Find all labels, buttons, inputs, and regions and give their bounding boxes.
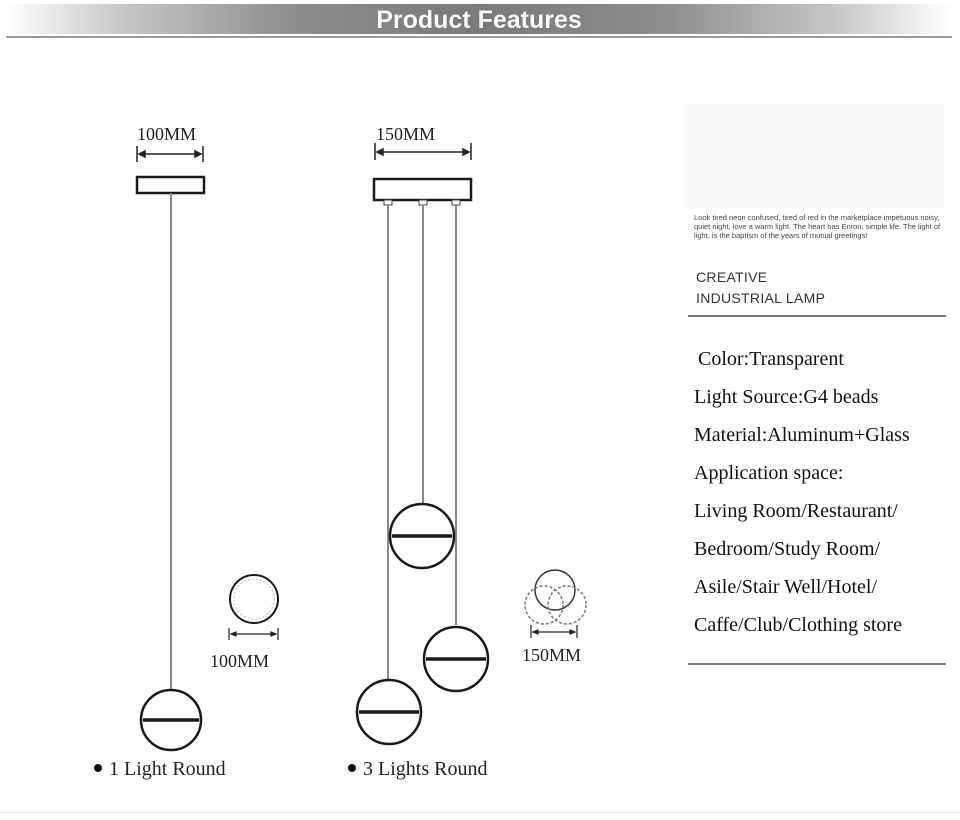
left-caption: 1 Light Round <box>94 758 226 781</box>
info-divider-top <box>688 315 946 317</box>
tagline-creative: CREATIVE <box>696 269 768 285</box>
header-divider <box>6 36 952 38</box>
left-top-view-circle <box>229 574 279 624</box>
footer-divider <box>0 812 960 813</box>
product-photo-placeholder <box>684 104 944 208</box>
spec-color: Color:Transparent <box>698 348 844 370</box>
spec-material: Material:Aluminum+Glass <box>694 424 910 446</box>
left-shade-dimension-marker <box>228 628 279 640</box>
middle-shade-dimension-marker <box>530 625 578 638</box>
middle-dimension-marker <box>374 143 472 160</box>
info-divider-bottom <box>688 663 946 665</box>
middle-canopy <box>372 177 473 202</box>
spec-application-line-3: Asile/Stair Well/Hotel/ <box>694 576 877 598</box>
spec-application-line-2: Bedroom/Study Room/ <box>694 538 881 560</box>
spec-application-line-1: Living Room/Restaurant/ <box>694 500 898 522</box>
spec-light-source: Light Source:G4 beads <box>694 386 879 408</box>
tagline-industrial-lamp: INDUSTRIAL LAMP <box>696 290 826 306</box>
left-shade-diameter-label: 100MM <box>210 651 270 671</box>
spec-application-line-4: Caffe/Club/Clothing store <box>694 614 902 636</box>
middle-pendant-globe-lower <box>355 678 423 746</box>
left-dimension-marker <box>136 146 204 162</box>
bullet-icon <box>94 764 102 773</box>
page-title: Product Features <box>376 6 582 34</box>
left-caption-text: 1 Light Round <box>109 758 226 780</box>
middle-shade-diameter-label: 150MM <box>522 645 582 665</box>
left-pendant-globe <box>139 688 203 752</box>
middle-pendant-globe-upper <box>388 502 456 570</box>
middle-top-view-circles <box>524 569 587 625</box>
middle-caption-text: 3 Lights Round <box>363 758 488 780</box>
left-canopy <box>135 175 206 195</box>
header-banner: Product Features <box>6 4 952 34</box>
product-blurb: Look tired neon confused, tired of red i… <box>694 213 941 240</box>
middle-pendant-globe-right <box>422 625 490 693</box>
middle-canopy-width-label: 150MM <box>376 124 436 144</box>
spec-application-heading: Application space: <box>694 462 844 484</box>
left-canopy-width-label: 100MM <box>137 124 197 144</box>
bullet-icon <box>348 764 356 773</box>
middle-caption: 3 Lights Round <box>348 758 487 781</box>
